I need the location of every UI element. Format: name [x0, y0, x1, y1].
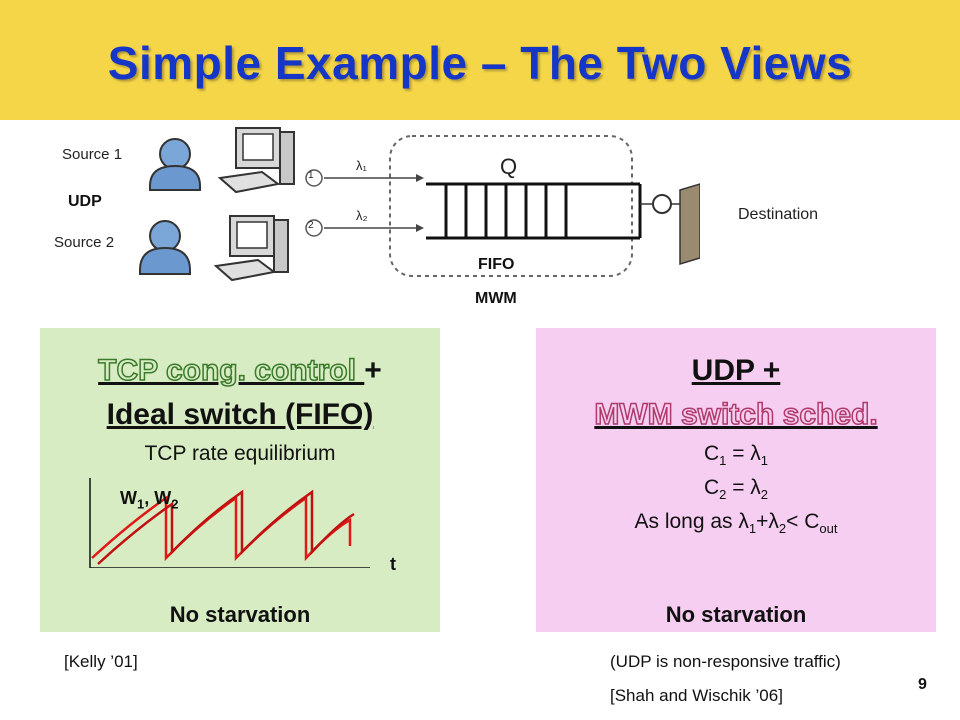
queue-buffer	[426, 182, 642, 240]
protocol-tag: UDP	[68, 193, 102, 210]
diagram-svg	[139, 127, 701, 282]
fifo-label: FIFO	[478, 256, 515, 273]
source1-label: Source 1	[62, 146, 123, 163]
window-curve-2	[97, 489, 355, 565]
flow1-circle	[305, 169, 323, 187]
left-heading-line2: Ideal switch (FIFO)	[106, 398, 374, 431]
mwm-switch-sched-text: MWM switch sched.	[594, 397, 879, 432]
network-diagram: Source 1 Source 2 UDP 1 2 λ₁ λ₂ Q	[40, 124, 701, 300]
tcp-cong-control-text: TCP cong. control	[97, 353, 365, 388]
w2-text: , W	[144, 488, 172, 508]
cond-b: +λ	[756, 510, 779, 533]
eq2-lsub: 2	[760, 487, 769, 503]
rate2-label: λ₂	[356, 208, 368, 223]
source2-label: Source 2	[54, 234, 115, 251]
plot-legend: W1, W2	[120, 488, 178, 512]
mwm-label: MWM	[475, 290, 517, 307]
equation-c1: C1 = λ1	[536, 442, 936, 468]
eq2-c: C	[703, 476, 720, 499]
computer-icon-source1	[217, 127, 295, 194]
destination-label: Destination	[738, 206, 819, 223]
cond-a: As long as λ	[634, 510, 749, 533]
eq1-rest: = λ	[726, 442, 761, 465]
user-icon-source1	[149, 138, 201, 191]
w1-text: W	[120, 488, 137, 508]
flow2-number: 2	[308, 220, 314, 231]
eq1-c: C	[703, 442, 720, 465]
left-conclusion: No starvation	[169, 602, 311, 627]
capacity-condition: As long as λ1+λ2< Cout	[536, 510, 936, 536]
tcp-view-panel: TCP cong. control + Ideal switch (FIFO) …	[40, 328, 440, 632]
cond-c: < C	[786, 510, 820, 533]
udp-note: (UDP is non-responsive traffic)	[610, 652, 841, 671]
output-port	[652, 194, 672, 214]
eq2-rest: = λ	[726, 476, 761, 499]
eq1-lsub: 1	[760, 453, 769, 469]
w1-sub: 1	[137, 496, 145, 512]
right-heading-line2: MWM switch sched.	[536, 397, 936, 432]
right-heading-line1: UDP +	[691, 354, 781, 387]
computer-icon-source2	[213, 215, 289, 282]
rate1-label: λ₁	[356, 158, 367, 173]
flow2-circle	[305, 219, 323, 237]
flow1-arrowhead	[416, 174, 424, 182]
window-sawtooth-plot	[89, 478, 370, 568]
eq2-csub: 2	[719, 487, 727, 503]
equation-c2: C2 = λ2	[536, 476, 936, 502]
left-heading-line1: TCP cong. control +	[40, 353, 440, 388]
plus-text: +	[364, 354, 382, 387]
right-citation: [Shah and Wischik ’06]	[610, 686, 783, 705]
flow1-number: 1	[308, 170, 314, 181]
slide-title: Simple Example – The Two Views	[107, 37, 853, 89]
left-citation: [Kelly ’01]	[64, 652, 138, 671]
plot-t-label: t	[390, 554, 396, 574]
cond-b-sub: 2	[778, 521, 787, 537]
eq1-csub: 1	[719, 453, 727, 469]
queue-label: Q	[500, 154, 518, 179]
server-icon	[679, 182, 701, 266]
left-subtitle: TCP rate equilibrium	[144, 442, 336, 465]
w2-sub: 2	[171, 496, 179, 512]
page-number: 9	[918, 676, 927, 693]
cond-a-sub: 1	[748, 521, 757, 537]
cond-c-sub: out	[819, 521, 838, 537]
right-conclusion: No starvation	[665, 602, 807, 627]
user-icon-source2	[139, 220, 191, 275]
udp-view-panel: UDP + MWM switch sched. C1 = λ1 C2 = λ2 …	[536, 328, 936, 632]
switch-box	[389, 135, 633, 277]
flow2-arrowhead	[416, 224, 424, 232]
title-banner	[0, 0, 960, 120]
